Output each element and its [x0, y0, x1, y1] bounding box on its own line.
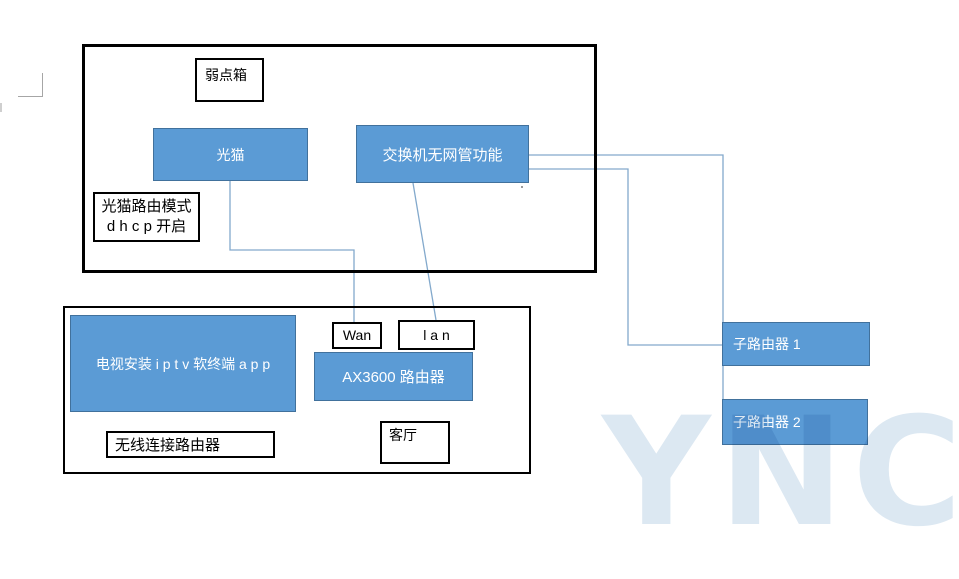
- weak-point-box-label[interactable]: 弱点箱: [195, 58, 264, 102]
- wireless-note-label[interactable]: 无线连接路由器: [106, 431, 275, 458]
- ax3600-router-text: AX3600 路由器: [342, 369, 445, 386]
- switch-node[interactable]: 交换机无网管功能: [356, 125, 529, 183]
- modem-mode-note-line1: 光猫路由模式: [101, 197, 192, 215]
- wireless-note-text: 无线连接路由器: [115, 437, 221, 454]
- sub-router-2-node[interactable]: 子路由器 2: [722, 399, 868, 445]
- page-corner-mark-vertical: [42, 73, 43, 97]
- modem-mode-note[interactable]: 光猫路由模式 d h c p 开启: [93, 192, 200, 242]
- sub-router-1-node[interactable]: 子路由器 1: [722, 322, 870, 366]
- connector-switch-to-lan[interactable]: [412, 182, 437, 321]
- optical-modem-node[interactable]: 光猫: [153, 128, 308, 181]
- small-dot-speck: [521, 186, 523, 188]
- lower-group-frame[interactable]: [63, 306, 531, 474]
- weak-point-box-text: 弱点箱: [205, 67, 247, 83]
- tv-iptv-text: 电视安装 i p t v 软终端 a p p: [95, 355, 271, 372]
- left-edge-speck: [0, 103, 2, 112]
- wan-port-text: Wan: [342, 327, 372, 344]
- ax3600-router-node[interactable]: AX3600 路由器: [314, 352, 473, 401]
- upper-group-frame[interactable]: [82, 44, 597, 273]
- connector-switch-to-subrouter1-top[interactable]: [529, 154, 724, 322]
- wan-port-label[interactable]: Wan: [332, 322, 382, 349]
- modem-mode-note-line2: d h c p 开启: [106, 218, 187, 235]
- lan-port-text: l a n: [423, 326, 450, 343]
- sub-router-1-text: 子路由器 1: [733, 336, 801, 352]
- sub-router-2-text: 子路由器 2: [733, 414, 801, 430]
- connector-modem-to-wan[interactable]: [229, 181, 355, 322]
- connector-switch-to-subrouter1-left[interactable]: [529, 168, 722, 346]
- living-room-text: 客厅: [389, 427, 417, 443]
- page-corner-mark-horizontal: [18, 96, 43, 97]
- lan-port-label[interactable]: l a n: [398, 320, 475, 350]
- switch-text: 交换机无网管功能: [382, 146, 503, 164]
- optical-modem-text: 光猫: [216, 146, 245, 163]
- tv-iptv-node[interactable]: 电视安装 i p t v 软终端 a p p: [70, 315, 296, 412]
- living-room-label[interactable]: 客厅: [380, 421, 450, 464]
